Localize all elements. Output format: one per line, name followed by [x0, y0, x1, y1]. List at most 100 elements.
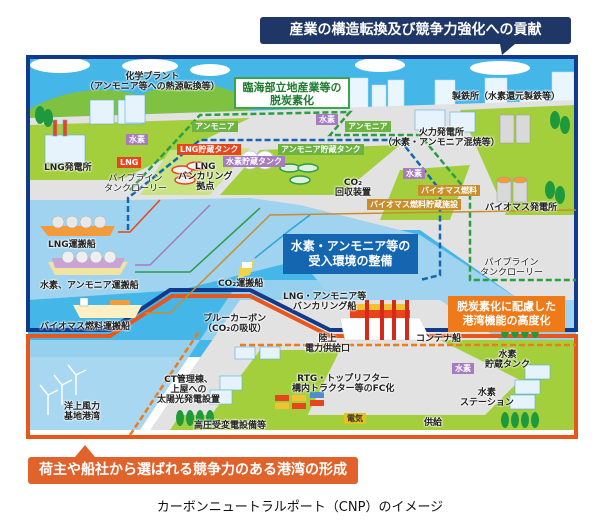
label-line: 貯蔵タンク [485, 360, 531, 370]
tag-hydrogen: 水素 [316, 114, 338, 125]
label-line: 水素 [477, 388, 496, 398]
steel-silos [499, 114, 531, 144]
industry-decarbonization-box: 臨海部立地産業等の 脱炭素化 [234, 77, 350, 109]
blue-carbon-label: ブルーカーボン （CO₂の吸収） [203, 314, 266, 334]
tag-ammonia-storage: アンモニア貯蔵タンク [278, 144, 364, 155]
box-line: 港湾機能の高度化 [462, 314, 551, 327]
rtg-fc-label: RTG・トップリフター 構内トラクター等のFC化 [292, 374, 394, 394]
biomass-power-label: バイオマス発電所 [485, 203, 558, 213]
label-line: バンカリング船 [292, 302, 357, 312]
label-line: （水素・アンモニア混焼等） [383, 138, 500, 148]
high-voltage-substation-label: 高圧受変電設備等 [194, 421, 267, 431]
biomass-carrier-label: バイオマス燃料運搬船 [40, 322, 131, 332]
tag-h2-storage: 水素貯蔵タンク [223, 156, 285, 167]
label-line: ステーション [460, 398, 514, 408]
tag-biomass-fuel: バイオマス燃料 [418, 185, 480, 196]
box-line: 脱炭素化に配慮した [457, 300, 556, 313]
h2-nh3-carrier-ship [48, 250, 128, 275]
co2-carrier-ship [238, 260, 255, 278]
green-pipeline [129, 110, 576, 282]
orange-zone-border [26, 294, 578, 439]
bottom-callout: 荷主や船社から選ばれる競争力のある港湾の形成 [28, 457, 358, 484]
box-line: 受入環境の整備 [308, 254, 393, 268]
wind-turbines [39, 364, 87, 415]
tag-hydrogen: 水素 [403, 168, 425, 179]
chemical-plant-label: 化学プラント （アンモニア等への熱源転換等） [85, 72, 220, 92]
tag-ammonia: アンモニア [192, 121, 238, 132]
co2-carrier-label: CO₂運搬船 [218, 279, 264, 289]
box-line: 水素・アンモニア等の [290, 239, 411, 253]
label-line: （アンモニア等への熱源転換等） [85, 82, 220, 92]
blue-zone-border [26, 55, 578, 332]
co2-route [254, 214, 311, 259]
label-line: タンクローリー [104, 184, 168, 194]
figure-caption: カーボンニュートラルポート（CNP）のイメージ [156, 500, 444, 515]
tag-ammonia: アンモニア [345, 121, 391, 132]
label-line: 太陽光発電設置 [157, 395, 221, 405]
steelworks-label: 製鉄所（水素還元製鉄等） [452, 92, 561, 102]
tag-electricity: 電気 [344, 413, 366, 424]
shore-power-label: 陸上 電力供給口 [305, 334, 350, 354]
label-line: タンクローリー [480, 268, 544, 278]
co2-capture-label: CO₂ 回収装置 [335, 178, 371, 198]
pipeline-left-label: パイプライン タンクローリー [104, 174, 167, 194]
label-line: 基地港湾 [64, 412, 101, 422]
lng-bunkering-hub-label: LNG バンカリング 拠点 [178, 162, 232, 192]
lng-nh3-bunkering-ship-label: LNG・アンモニア等 バンカリング船 [283, 292, 366, 312]
lng-carrier-ship [40, 215, 115, 236]
label-line: 陸上 [318, 334, 337, 344]
h2-route [135, 204, 211, 266]
nh3-route [135, 207, 261, 273]
port-function-box: 脱炭素化に配慮した 港湾機能の高度化 [448, 296, 565, 332]
container-stacks [275, 392, 324, 409]
tag-hydrogen: 水素 [452, 363, 474, 374]
trees [35, 106, 570, 428]
label-line: 化学プラント [125, 72, 180, 82]
container-ship-label: コンテナ船 [416, 334, 462, 344]
blue-pipeline [126, 138, 442, 282]
tag-lng-storage: LNG貯蔵タンク [177, 144, 242, 155]
tag-biomass-storage: バイオマス燃料貯蔵施設 [367, 199, 461, 210]
label-line: 洋上風力 [64, 402, 101, 412]
lng-route [118, 199, 161, 233]
h2-station-label: 水素 ステーション [460, 388, 514, 408]
top-callout: 産業の構造転換及び競争力強化への貢献 [260, 17, 571, 44]
tag-hydrogen: 水素 [126, 134, 148, 145]
chemical-plant [89, 94, 146, 125]
biomass-carrier-ship [73, 297, 142, 318]
label-line: （CO₂の吸収） [203, 324, 267, 334]
box-line: 臨海部立地産業等の [242, 81, 342, 94]
pipeline-right-label: パイプライン タンクローリー [480, 258, 543, 278]
label-line: 回収装置 [335, 188, 372, 198]
ct-building-solar-label: CT管理棟、 上屋への 太陽光発電設置 [157, 375, 220, 405]
box-line: 脱炭素化 [270, 94, 314, 107]
ammonia-storage-tanks [279, 163, 319, 185]
container-ship [339, 300, 431, 341]
solar-buildings [209, 346, 551, 410]
lng-power-plant-label: LNG発電所 [44, 163, 92, 173]
tag-lng: LNG [117, 157, 142, 168]
lng-storage-tanks [171, 161, 208, 185]
label-line: LNG・アンモニア等 [283, 292, 367, 302]
label-line: CT管理棟、 [164, 375, 213, 385]
thermal-power-label: 火力発電所 （水素・アンモニア混焼等） [383, 128, 500, 148]
thermal-power-plant [414, 109, 476, 133]
label-line: 電力供給口 [305, 344, 351, 354]
lng-carrier-label: LNG運搬船 [48, 240, 96, 250]
offshore-wind-port-label: 洋上風力 基地港湾 [64, 402, 100, 422]
city-skyline [349, 71, 575, 109]
supply-label: 供給 [424, 418, 443, 428]
clouds [30, 57, 530, 76]
label-line: 上屋への [170, 385, 207, 395]
label-line: 構内トラクター等のFC化 [292, 384, 395, 394]
receiving-environment-box: 水素・アンモニア等の 受入環境の整備 [283, 234, 418, 274]
label-line: CO₂ [343, 178, 363, 188]
label-line: 水素 [498, 350, 517, 360]
label-line: RTG・トップリフター [297, 374, 390, 384]
top-callout-pointer [500, 44, 515, 55]
biomass-route [145, 209, 577, 314]
biomass-silos [496, 176, 528, 203]
label-line: 拠点 [196, 182, 215, 192]
label-line: バンカリング [178, 172, 233, 182]
